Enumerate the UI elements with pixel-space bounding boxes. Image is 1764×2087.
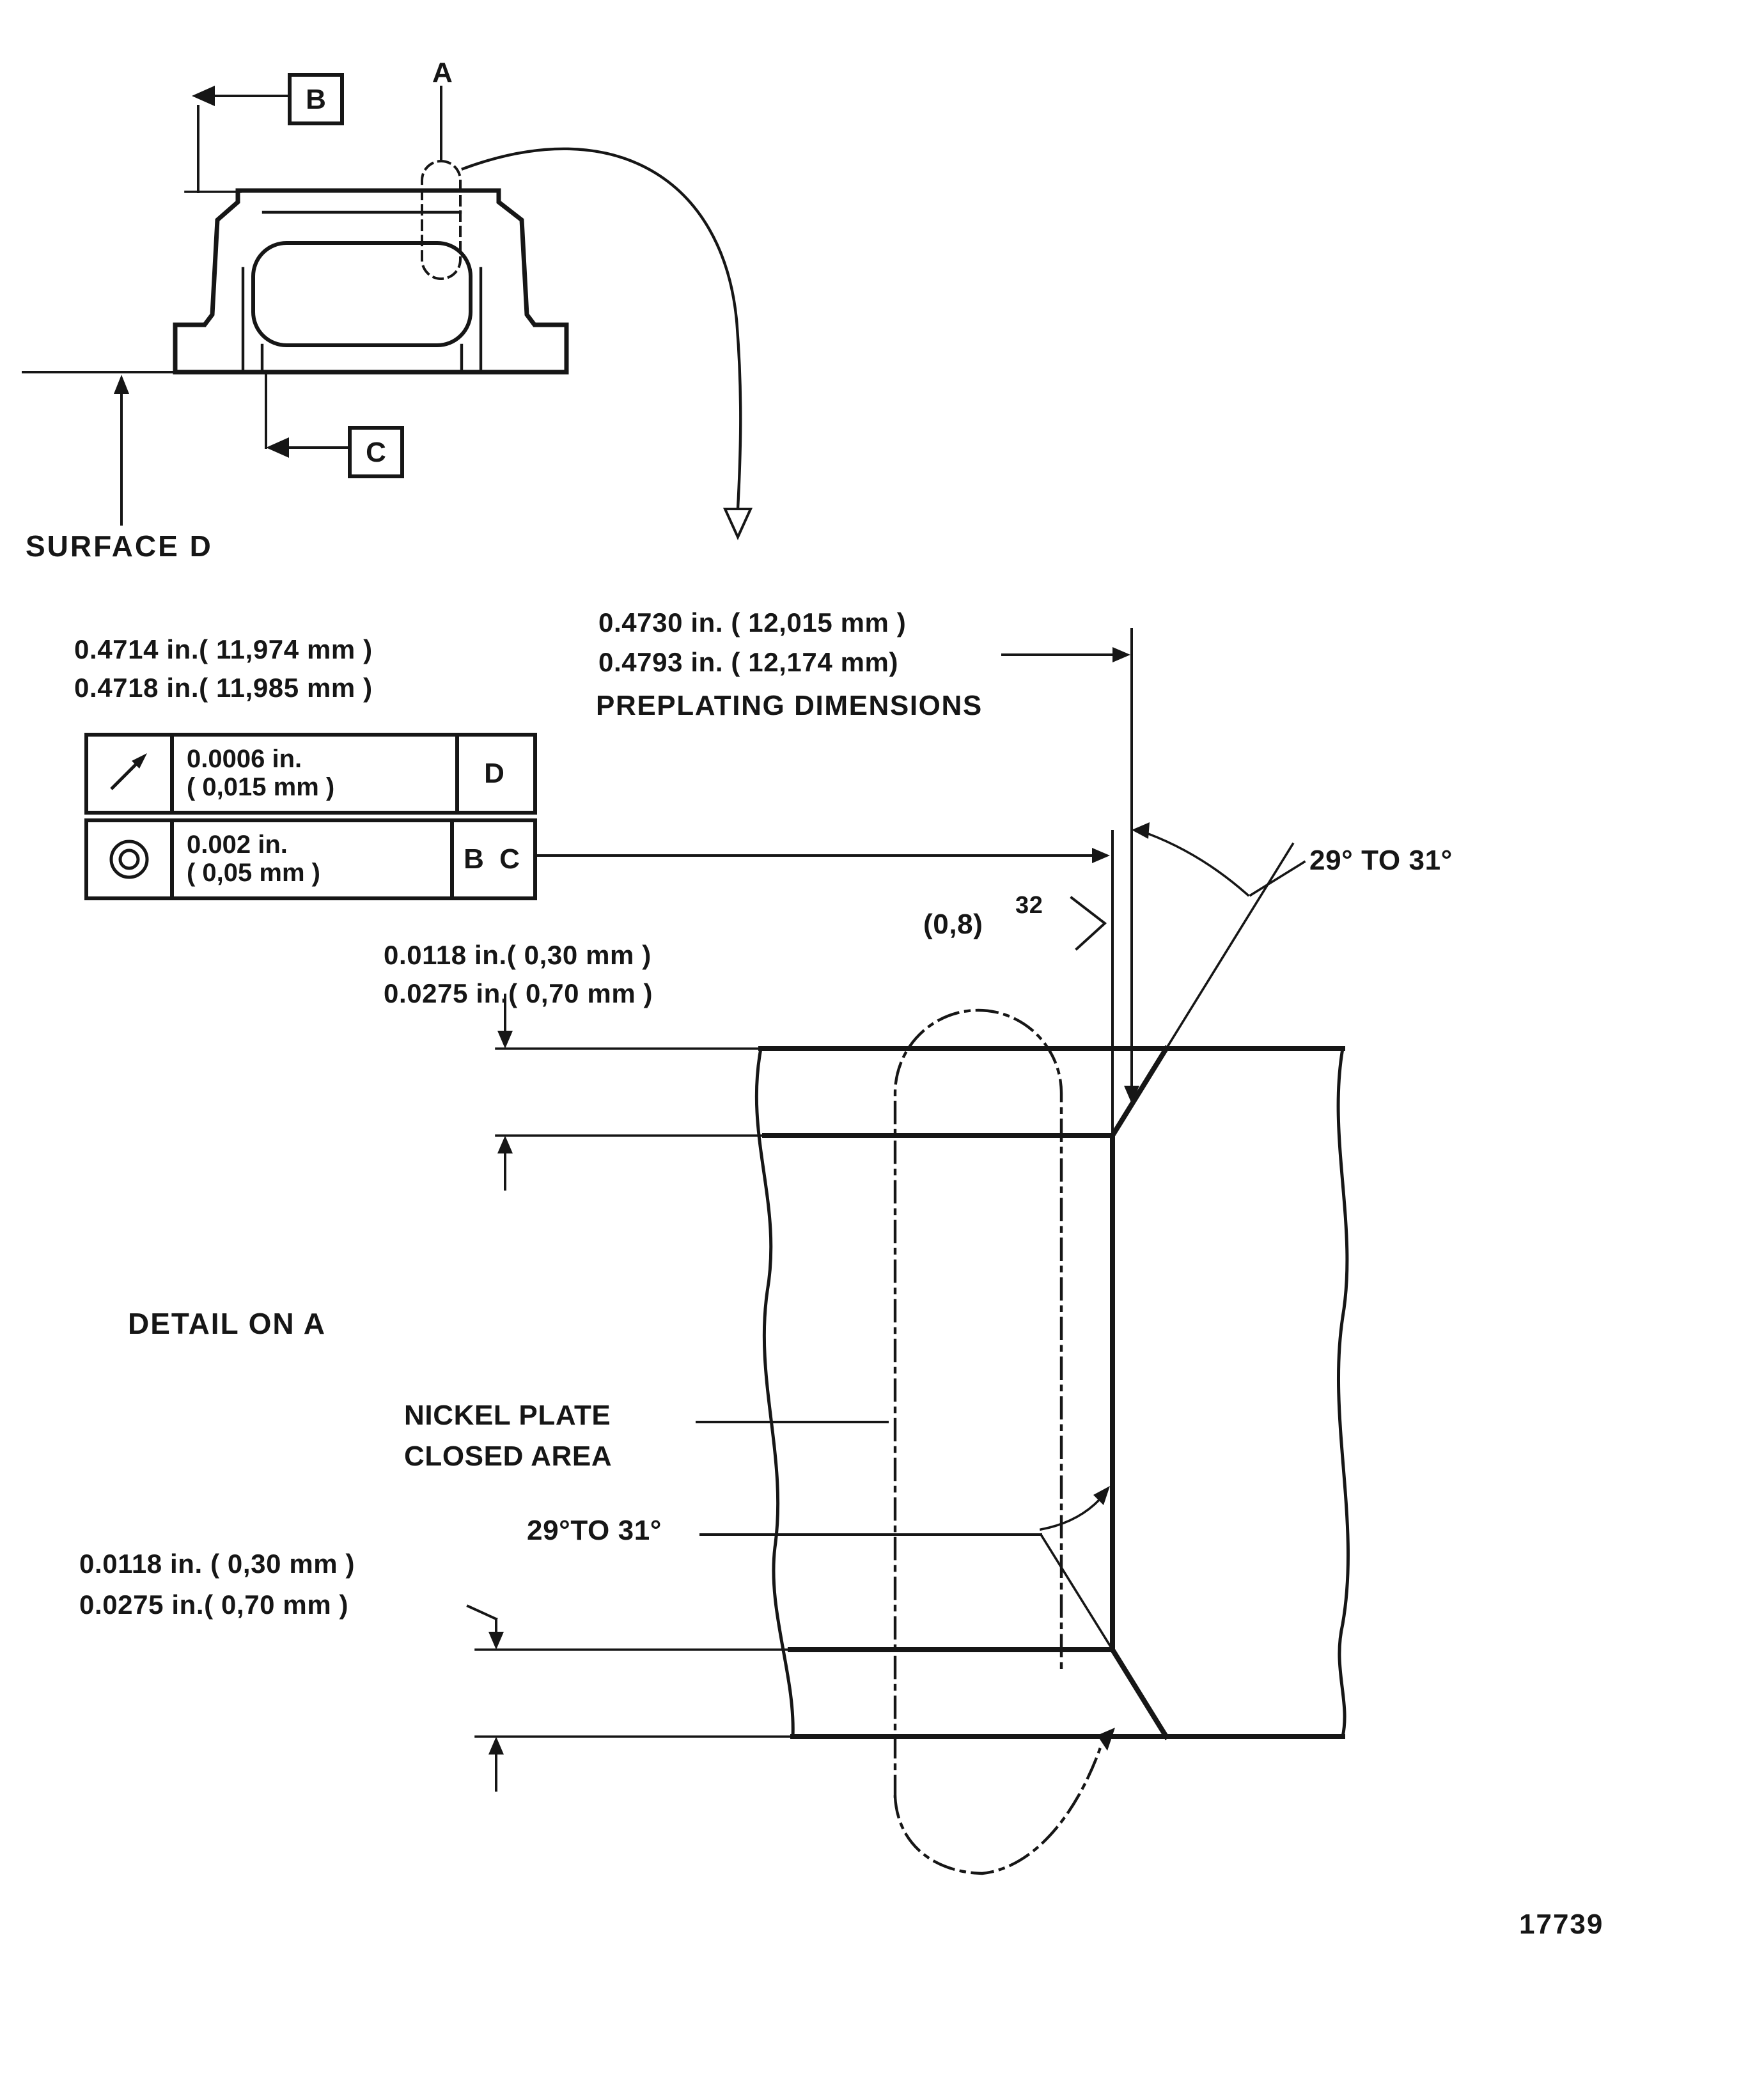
angle-callout-bottom bbox=[699, 1486, 1114, 1652]
concentricity-icon bbox=[88, 822, 174, 896]
datum-b-box: B bbox=[288, 73, 344, 125]
feature-control-frame-concentricity: 0.002 in. ( 0,05 mm ) B C bbox=[84, 818, 537, 900]
datum-c-box: C bbox=[348, 426, 404, 478]
runout-tolerance-in: 0.0006 in. bbox=[187, 745, 302, 774]
surface-finish-exponent: 32 bbox=[1015, 893, 1043, 919]
preplate-extension-arrowhead-icon bbox=[1124, 1086, 1139, 1104]
surface-d-arrowhead-icon bbox=[114, 375, 129, 394]
closed-area-dashed-outline bbox=[893, 1008, 1063, 1799]
datum-c-label: C bbox=[366, 435, 386, 467]
concentricity-tolerance-in: 0.002 in. bbox=[187, 831, 288, 859]
plating-dim-top bbox=[495, 994, 763, 1191]
angle-top-construction-line bbox=[1111, 842, 1295, 1137]
detail-a-sweep-arrow bbox=[461, 147, 742, 511]
detail-view-linework bbox=[754, 1045, 1350, 1740]
preplate-dia-dim-line1: 0.4730 in. ( 12,015 mm ) bbox=[598, 609, 907, 638]
concentricity-tolerance-mm: ( 0,05 mm ) bbox=[187, 859, 320, 887]
feature-control-frame-runout: 0.0006 in. ( 0,015 mm ) D bbox=[84, 733, 537, 815]
part-inner-seal bbox=[251, 241, 472, 347]
detail-a-sweep-arrowhead-icon bbox=[722, 508, 753, 540]
plating-top-dim-line1: 0.0118 in.( 0,30 mm ) bbox=[384, 941, 652, 971]
finished-dia-dim-line1: 0.4714 in.( 11,974 mm ) bbox=[74, 636, 373, 665]
angle-bottom-arrowhead-icon bbox=[1093, 1486, 1110, 1505]
diameter-leaders bbox=[528, 628, 1139, 1134]
part-outer-profile bbox=[173, 188, 569, 375]
runout-tolerance-text: 0.0006 in. ( 0,015 mm ) bbox=[174, 737, 455, 811]
datum-b-flag-icon bbox=[192, 86, 215, 106]
nickel-plate-note-line2: CLOSED AREA bbox=[404, 1440, 613, 1472]
datum-c-flag-icon bbox=[266, 437, 289, 458]
datum-a-label: A bbox=[432, 56, 453, 88]
preplating-caption: PREPLATING DIMENSIONS bbox=[596, 689, 983, 721]
preplate-dim-arrowhead-icon bbox=[1112, 647, 1130, 662]
detail-bottom-chamfer bbox=[1109, 1646, 1170, 1740]
figure-number: 17739 bbox=[1519, 1908, 1604, 1940]
detail-right-break-line bbox=[1336, 1047, 1350, 1739]
runout-arrow-icon bbox=[88, 737, 174, 811]
plating-dim-bottom bbox=[466, 1604, 792, 1792]
nickel-plate-note-line1: NICKEL PLATE bbox=[404, 1399, 611, 1431]
plating-bottom-arrowhead-up-icon bbox=[488, 1737, 504, 1755]
angle-bottom-construction-line bbox=[1039, 1533, 1114, 1652]
plating-top-arrowhead-down-icon bbox=[497, 1031, 513, 1049]
concentricity-datum-cell: B C bbox=[450, 822, 533, 896]
datum-b-label: B bbox=[306, 82, 326, 114]
surface-finish-value: (0,8) bbox=[923, 908, 983, 940]
surface-d-label: SURFACE D bbox=[26, 529, 213, 563]
angle-top-arrowhead-icon bbox=[1132, 822, 1150, 839]
plating-bottom-dim-line1: 0.0118 in. ( 0,30 mm ) bbox=[79, 1550, 355, 1579]
surface-finish-check-icon bbox=[1070, 896, 1107, 951]
closed-area-dashed-tail bbox=[893, 1747, 1102, 1875]
runout-datum-cell: D bbox=[455, 737, 533, 811]
plating-top-dim-line2: 0.0275 in.( 0,70 mm ) bbox=[384, 980, 653, 1009]
angle-top-arc bbox=[1146, 832, 1250, 897]
angle-bottom-label: 29°TO 31° bbox=[527, 1514, 662, 1546]
runout-tolerance-mm: ( 0,015 mm ) bbox=[187, 774, 335, 802]
frame-bc-arrowhead-icon bbox=[1092, 848, 1110, 863]
angle-top-label: 29° TO 31° bbox=[1309, 844, 1453, 876]
closed-area-arrowhead-icon bbox=[1097, 1728, 1115, 1751]
angle-top-text-leader bbox=[1249, 860, 1306, 897]
preplate-dia-dim-line2: 0.4793 in. ( 12,174 mm) bbox=[598, 648, 899, 678]
datum-callouts bbox=[114, 86, 753, 540]
closed-area-boundary bbox=[696, 1008, 1115, 1875]
concentricity-tolerance-text: 0.002 in. ( 0,05 mm ) bbox=[174, 822, 450, 896]
angle-callout-top bbox=[1111, 822, 1306, 1137]
detail-left-break-line bbox=[754, 1047, 795, 1739]
plating-bottom-dim-line2: 0.0275 in.( 0,70 mm ) bbox=[79, 1591, 349, 1620]
detail-title: DETAIL ON A bbox=[128, 1307, 326, 1340]
plating-top-arrowhead-up-icon bbox=[497, 1136, 513, 1153]
finished-dia-dim-line2: 0.4718 in.( 11,985 mm ) bbox=[74, 674, 373, 703]
detail-a-dashed-zone bbox=[421, 160, 462, 280]
angle-bottom-arc bbox=[1039, 1492, 1107, 1531]
top-view-part bbox=[22, 160, 569, 375]
plating-bottom-arrowhead-down-icon bbox=[488, 1632, 504, 1650]
plating-bottom-text-tick bbox=[466, 1604, 498, 1621]
